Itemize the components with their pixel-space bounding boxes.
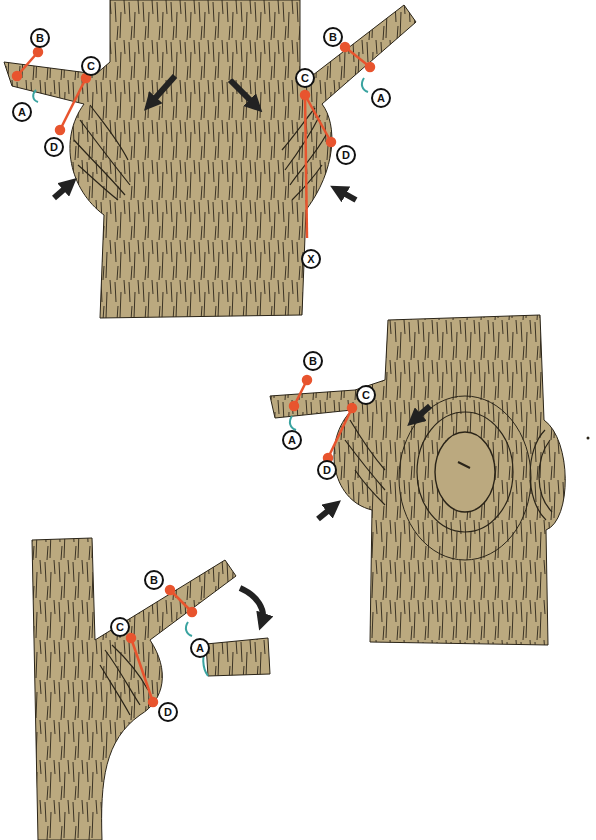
- circled-letter: X: [301, 249, 321, 269]
- callout-letter: B: [329, 32, 337, 43]
- callout-letter: C: [87, 61, 95, 72]
- callout-letter: D: [342, 150, 350, 161]
- circled-letter: C: [81, 56, 101, 76]
- top-trunk: [4, 0, 416, 318]
- callout-letter: A: [196, 643, 204, 654]
- circled-letter: C: [356, 385, 376, 405]
- circled-letter: A: [12, 102, 32, 122]
- circled-letter: B: [30, 28, 50, 48]
- callout-letter: D: [50, 142, 58, 153]
- bottom-trunk: [32, 538, 270, 840]
- circled-letter: B: [323, 27, 343, 47]
- callout-letter: C: [301, 73, 309, 84]
- circled-letter: A: [190, 638, 210, 658]
- circled-letter: A: [371, 88, 391, 108]
- circled-letter: C: [110, 617, 130, 637]
- callout-letter: C: [362, 390, 370, 401]
- middle-trunk: [270, 315, 590, 645]
- callout-letter: C: [116, 622, 124, 633]
- callout-letter: D: [164, 707, 172, 718]
- callout-letter: B: [309, 356, 317, 367]
- pointer-arrows: [54, 76, 430, 622]
- circled-letter: D: [336, 145, 356, 165]
- circled-letter: D: [317, 460, 337, 480]
- callout-letter: D: [323, 465, 331, 476]
- callout-letter: A: [18, 107, 26, 118]
- cut-lines: [13, 43, 374, 706]
- circled-letter: D: [158, 702, 178, 722]
- callout-letter: A: [377, 93, 385, 104]
- callout-letter: B: [36, 33, 44, 44]
- circled-letter: D: [44, 137, 64, 157]
- circled-letter: A: [282, 430, 302, 450]
- callout-letter: A: [288, 435, 296, 446]
- circled-letter: B: [303, 351, 323, 371]
- callout-letter: X: [307, 254, 314, 265]
- callout-letter: B: [150, 575, 158, 586]
- circled-letter: B: [144, 570, 164, 590]
- circled-letter: C: [295, 68, 315, 88]
- cut-marks: [33, 78, 368, 636]
